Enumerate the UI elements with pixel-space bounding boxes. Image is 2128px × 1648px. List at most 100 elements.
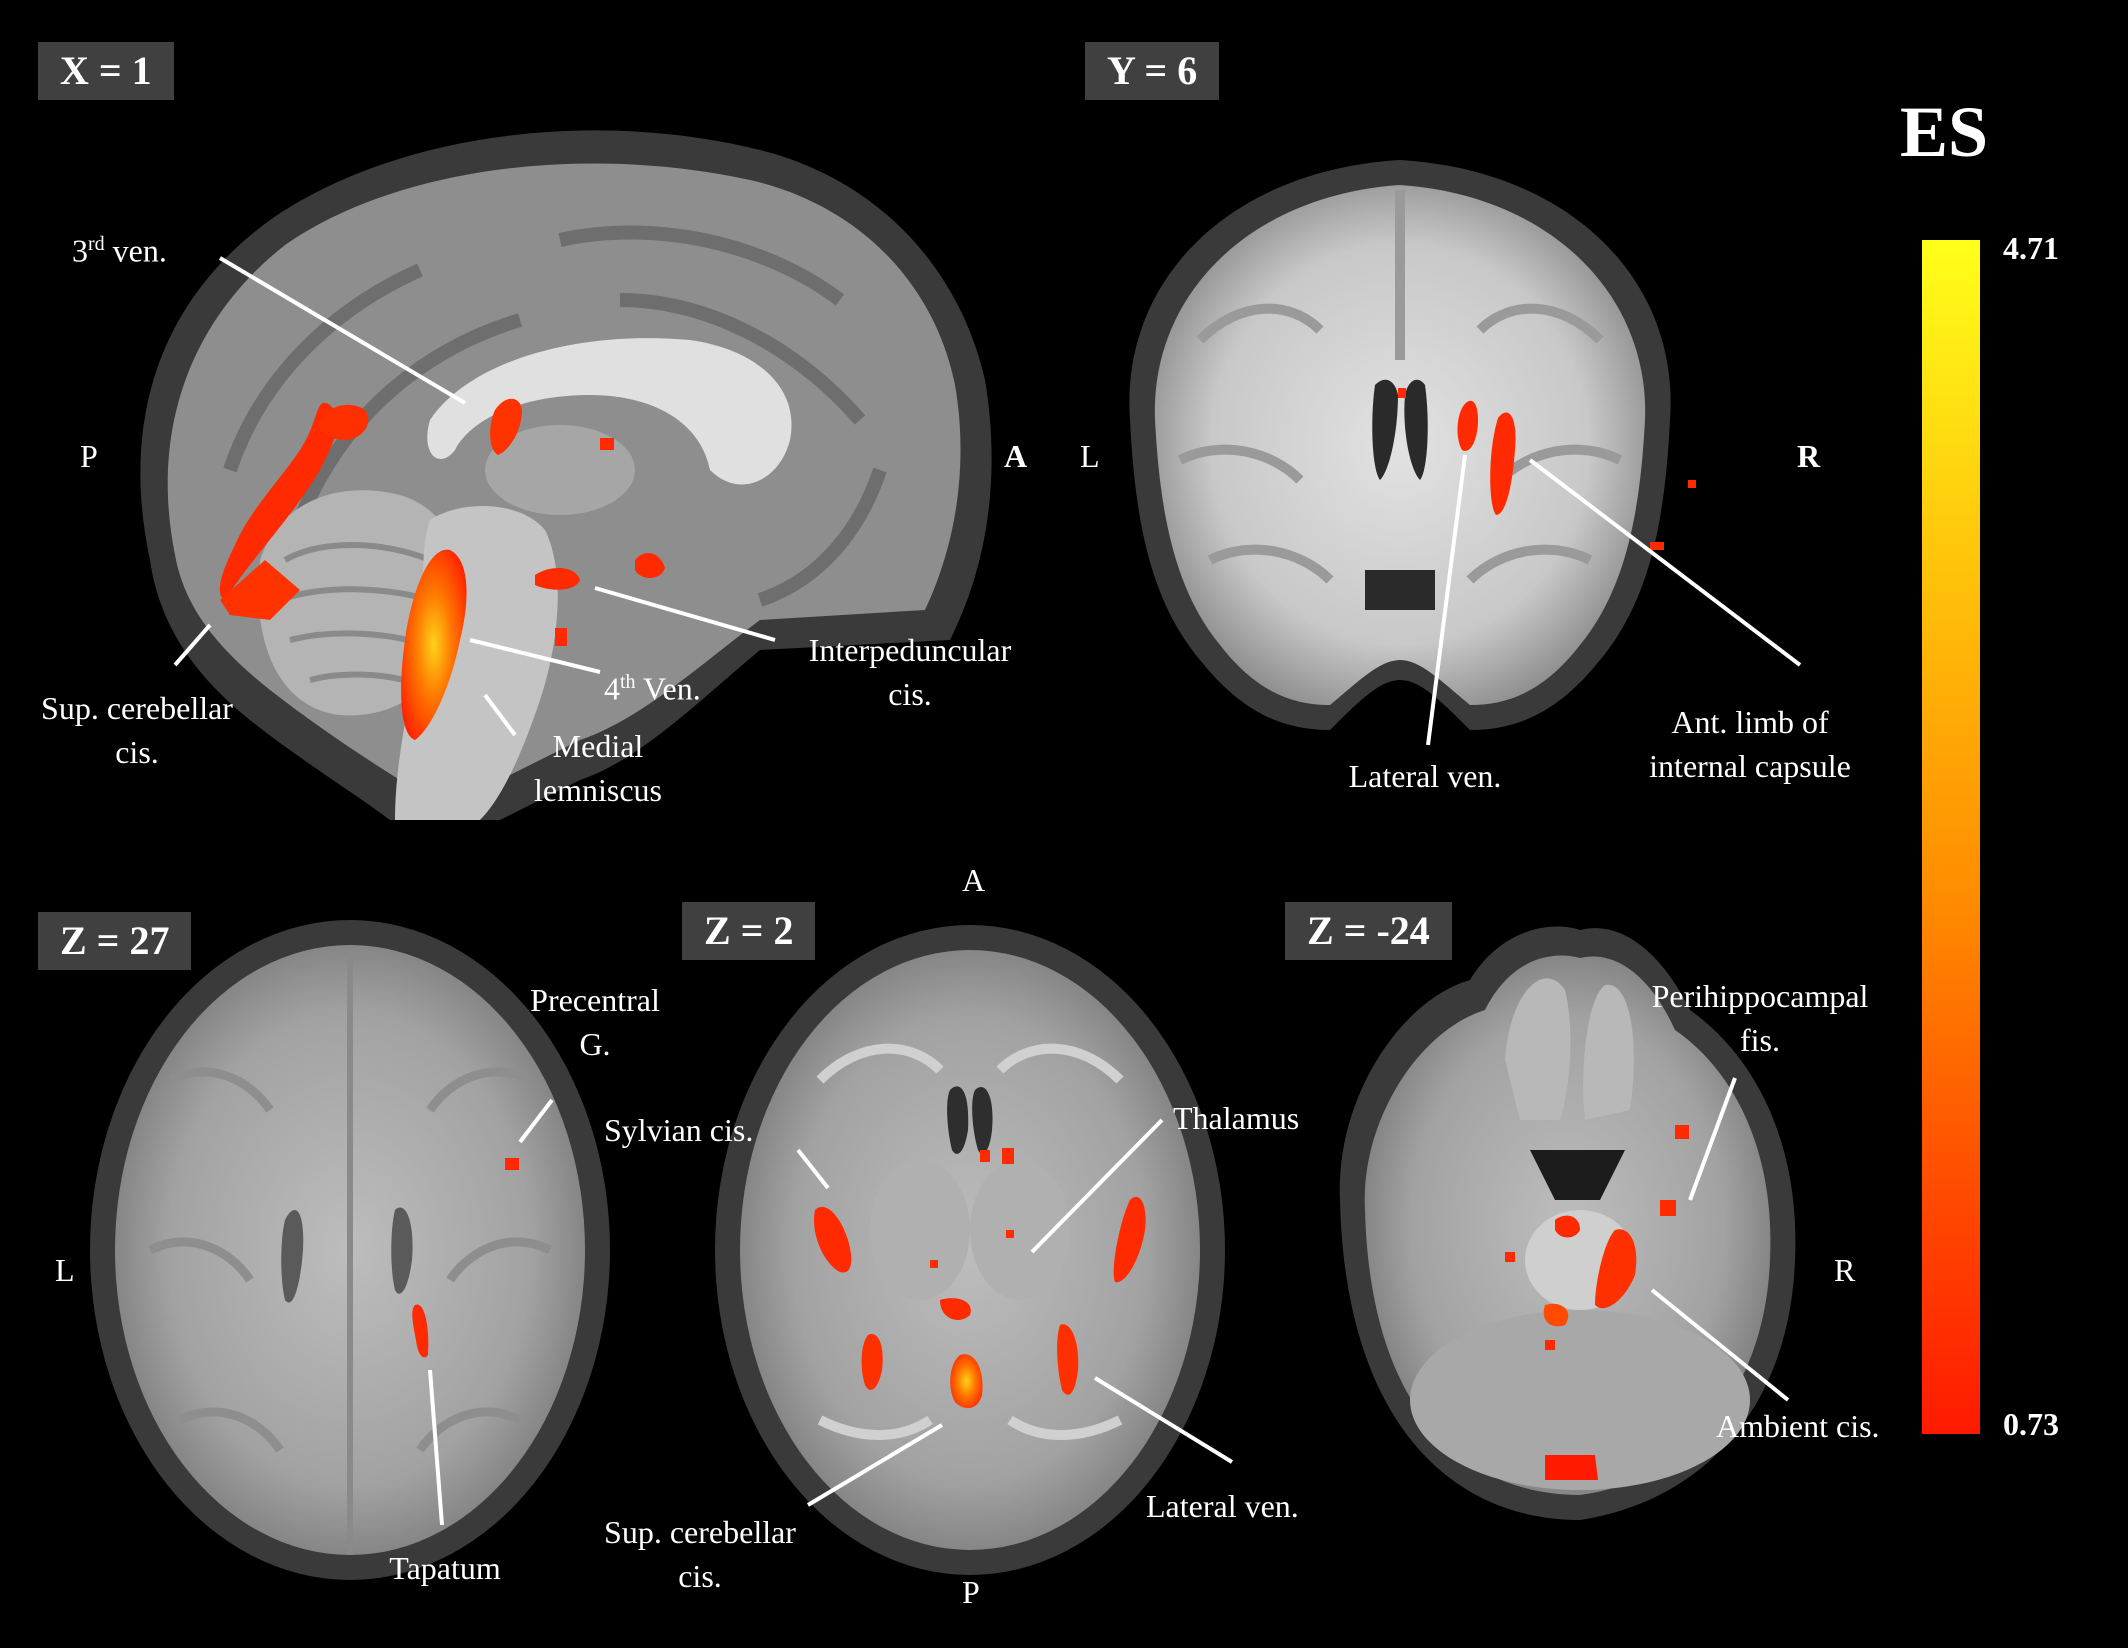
leader-tapatum [428, 1369, 444, 1526]
label-medial-lemniscus-line1: Medial [552, 728, 644, 764]
coronal-folds [1177, 190, 1623, 584]
orient-anterior: A [1004, 438, 1028, 474]
activation-axial2-small-3 [1006, 1230, 1014, 1238]
coronal-slice [1129, 160, 1696, 730]
orient-right-coronal: R [1797, 438, 1821, 474]
slice-label-axial-2: Z = 2 [682, 902, 816, 960]
activation-lateral-ven-coronal [1457, 400, 1478, 451]
activation-sup-cerebellar-lower [220, 560, 300, 620]
axial-2-thalamus-l [870, 1160, 970, 1300]
label-tapatum: Tapatum [389, 1550, 501, 1586]
axial-27-ventricle-l [281, 1210, 304, 1303]
slice-label-coronal: Y = 6 [1085, 42, 1220, 100]
label-sup-cerebellar-cis: Sup. cerebellar cis. [22, 686, 252, 774]
label-ambient-cis: Ambient cis. [1716, 1408, 1880, 1444]
axial-27-ventricle-r [391, 1207, 413, 1294]
label-sup-cerebellar-cis-line1: Sup. cerebellar [41, 690, 233, 726]
lateral-ventricle-coronal-r [1404, 379, 1428, 480]
label-precentral-line2: G. [579, 1026, 611, 1062]
axial-2-thalamus-r [970, 1160, 1070, 1300]
label-perihippocampal-line2: fis. [1740, 1022, 1780, 1058]
leader-lateral-ven-coronal [1426, 454, 1467, 746]
leader-ant-limb [1528, 458, 1802, 667]
activation-quadrigeminal [319, 404, 369, 440]
orient-left-coronal: L [1080, 438, 1100, 474]
activation-lateral-ven-l [861, 1334, 883, 1390]
axial-2-brain [740, 950, 1200, 1550]
corpus-callosum [427, 338, 792, 485]
label-medial-lemniscus: Medial lemniscus [518, 724, 678, 812]
colorbar-gradient [1922, 240, 1980, 1434]
thalamus-sagittal [485, 425, 635, 515]
activation-ambient [1595, 1229, 1637, 1309]
slice-label-axial-27: Z = 27 [38, 912, 192, 970]
orient-posterior-axial: P [962, 1574, 980, 1610]
activation-sup-cerebellar-axial [950, 1354, 983, 1409]
activation-interpeduncular-2 [635, 553, 665, 578]
activation-axial2-small-4 [930, 1260, 938, 1268]
label-sup-cerebellar-axial-line1: Sup. cerebellar [604, 1514, 796, 1550]
activation-interpeduncular [535, 568, 580, 590]
activation-coronal-small-1 [1398, 388, 1406, 398]
activation-sylvian [814, 1206, 852, 1273]
leader-fourth-ven [469, 638, 601, 674]
axial-m24-dark-cistern [1530, 1150, 1625, 1200]
label-sup-cerebellar-axial: Sup. cerebellar cis. [570, 1510, 830, 1598]
axial-m24-cerebellum [1410, 1310, 1750, 1490]
activation-ambient-left [1543, 1303, 1569, 1327]
activation-tapatum [412, 1304, 429, 1358]
leader-sylvian [796, 1148, 830, 1190]
label-interpeduncular-cis-line2: cis. [888, 676, 932, 712]
activation-m24-small-1 [1505, 1252, 1515, 1262]
label-precentral-line1: Precentral [530, 982, 660, 1018]
axial-m24-slice [1339, 926, 1796, 1520]
activation-axial2-small-2 [1002, 1148, 1014, 1164]
cerebellum-folia [278, 542, 447, 688]
activation-ant-limb [1490, 412, 1516, 515]
label-lateral-ven-axial: Lateral ven. [1146, 1488, 1299, 1524]
label-fourth-ven-rest: Ven. [635, 670, 701, 707]
lateral-ventricle-coronal [1372, 379, 1398, 480]
activation-small-2 [555, 628, 567, 646]
leader-medial-lemniscus [483, 693, 517, 737]
activation-small-1 [600, 438, 614, 450]
label-interpeduncular-cis-line1: Interpeduncular [808, 632, 1012, 668]
leader-interpeduncular [594, 586, 776, 642]
label-third-ven-base: 3 [72, 232, 88, 269]
axial-2-folds [816, 1043, 1124, 1440]
activation-sup-cerebellar-cis [219, 402, 338, 600]
label-perihippocampal-line1: Perihippocampal [1651, 978, 1869, 1014]
label-fourth-ven-sup: th [620, 671, 636, 693]
slice-label-sagittal: X = 1 [38, 42, 174, 100]
colorbar-max-label: 4.71 [2003, 230, 2059, 266]
label-ant-limb-line2: internal capsule [1649, 748, 1851, 784]
coronal-brain [1154, 185, 1646, 705]
label-ant-limb: Ant. limb of internal capsule [1605, 700, 1895, 788]
activation-cerebellum-posterior [1545, 1455, 1598, 1480]
axial-2-ventricles [947, 1086, 993, 1154]
label-thalamus: Thalamus [1173, 1100, 1300, 1136]
activation-perihippocampal-2 [1660, 1200, 1676, 1216]
label-third-ven: 3rd ven. [72, 222, 167, 273]
colorbar-title: ES [1900, 92, 1989, 172]
activation-lateral-ven-r [1057, 1324, 1079, 1395]
activation-perihippocampal-1 [1675, 1125, 1689, 1139]
slice-label-axial-m24: Z = -24 [1285, 902, 1452, 960]
activation-third-ven [490, 398, 522, 455]
colorbar-min-label: 0.73 [2003, 1406, 2059, 1442]
orient-anterior-axial: A [962, 862, 986, 898]
label-ant-limb-line1: Ant. limb of [1671, 704, 1829, 740]
axial-27-slice [90, 920, 610, 1580]
label-precentral: Precentral G. [510, 978, 680, 1066]
leader-ambient [1650, 1288, 1790, 1402]
label-third-ven-rest: ven. [104, 232, 167, 269]
orient-left-axial: L [55, 1252, 75, 1288]
activation-pons-top [1555, 1215, 1580, 1238]
leader-thalamus [1030, 1118, 1164, 1254]
label-perihippocampal: Perihippocampal fis. [1620, 974, 1900, 1062]
axial-2-slice [715, 925, 1225, 1575]
leader-third-ven [218, 256, 467, 405]
orient-posterior: P [80, 438, 98, 474]
